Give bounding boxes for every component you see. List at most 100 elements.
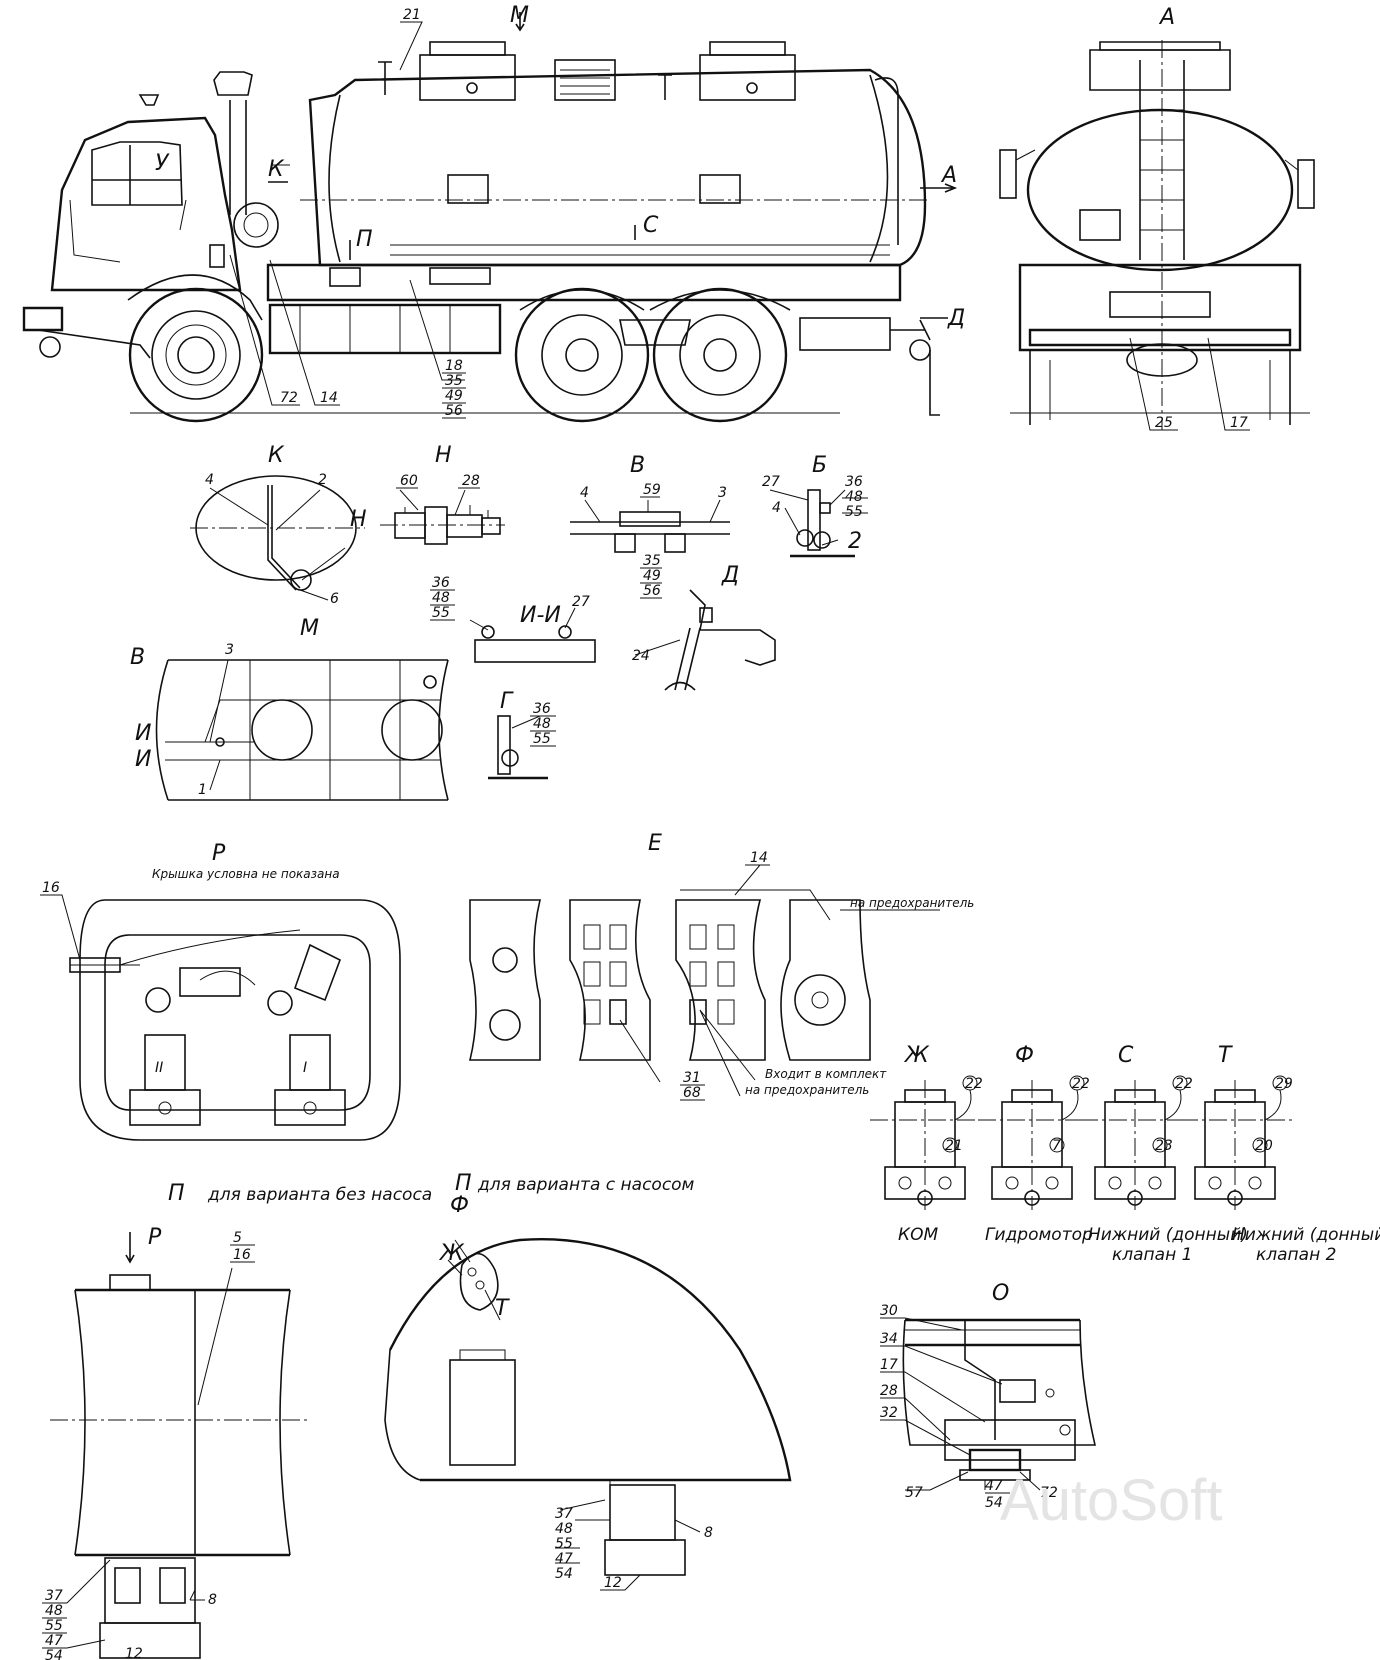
svg-text:24: 24 — [632, 648, 650, 664]
callout-25: 25 — [1155, 415, 1173, 431]
svg-text:28: 28 — [462, 473, 480, 489]
svg-text:клапан 2: клапан 2 — [1256, 1245, 1336, 1265]
view-u-marker: У — [155, 151, 170, 176]
svg-text:7: 7 — [1052, 1138, 1061, 1154]
svg-text:3: 3 — [718, 485, 727, 501]
svg-text:4: 4 — [580, 485, 589, 501]
svg-text:23: 23 — [1155, 1138, 1173, 1154]
detail-view-o: О — [880, 1281, 1097, 1494]
svg-text:Ф: Ф — [1015, 1043, 1034, 1068]
svg-text:35: 35 — [643, 553, 661, 569]
svg-text:56: 56 — [445, 403, 463, 419]
watermark: AutoSoft — [1000, 1468, 1222, 1533]
svg-text:К: К — [268, 443, 285, 468]
valve-t: Т — [1180, 1043, 1295, 1210]
svg-text:60: 60 — [400, 473, 418, 489]
svg-text:35: 35 — [445, 373, 463, 389]
callout-21: 21 — [403, 7, 421, 23]
svg-text:36: 36 — [845, 474, 863, 490]
svg-text:55: 55 — [845, 504, 863, 520]
svg-text:1: 1 — [198, 782, 207, 798]
svg-text:2: 2 — [318, 472, 327, 488]
svg-text:49: 49 — [445, 388, 463, 404]
svg-text:С: С — [1118, 1043, 1134, 1068]
svg-text:34: 34 — [880, 1331, 898, 1347]
svg-text:Т: Т — [1218, 1043, 1233, 1068]
truck-side-view — [22, 12, 958, 423]
detail-view-r: Р Крышка условна не показана — [40, 841, 401, 1141]
svg-text:И: И — [135, 721, 151, 746]
detail-view-p-no-pump: П для варианта без насоса Р — [42, 1181, 432, 1659]
view-a-marker: А — [940, 163, 957, 188]
detail-view-p-with-pump: П для варианта с насосом — [384, 1171, 792, 1591]
valve-views: Ж Ф С — [870, 1043, 1295, 1210]
svg-text:68: 68 — [683, 1085, 701, 1101]
svg-text:28: 28 — [880, 1383, 898, 1399]
detail-view-i-i: И-И — [430, 589, 596, 663]
detail-view-e: Е — [468, 831, 940, 1101]
svg-text:48: 48 — [555, 1521, 573, 1537]
svg-text:32: 32 — [880, 1405, 898, 1421]
svg-text:55: 55 — [45, 1618, 63, 1634]
detail-view-n: Н — [380, 443, 505, 545]
svg-text:4: 4 — [772, 500, 781, 516]
svg-text:2: 2 — [848, 529, 862, 554]
svg-text:4: 4 — [205, 472, 214, 488]
svg-text:48: 48 — [533, 716, 551, 732]
svg-text:Ф: Ф — [450, 1193, 469, 1218]
svg-text:П: П — [168, 1181, 185, 1206]
svg-text:Р: Р — [148, 1225, 162, 1250]
caption-bottom-valve-2: Нижний (донный) — [1232, 1225, 1380, 1245]
view-s-marker: С — [643, 213, 659, 238]
caption-kom: КОМ — [898, 1225, 938, 1245]
svg-text:О: О — [992, 1281, 1009, 1306]
svg-text:3: 3 — [225, 642, 234, 658]
svg-text:М: М — [300, 616, 319, 641]
svg-text:37: 37 — [45, 1588, 63, 1604]
svg-text:П: П — [455, 1171, 472, 1196]
svg-text:54: 54 — [985, 1495, 1003, 1511]
view-p-marker: П — [356, 227, 373, 252]
svg-text:18: 18 — [445, 358, 463, 374]
svg-text:14: 14 — [750, 850, 768, 866]
detail-view-d: Д — [634, 563, 776, 691]
svg-text:20: 20 — [1255, 1138, 1273, 1154]
svg-text:И: И — [135, 747, 151, 772]
svg-text:И-И: И-И — [520, 603, 561, 628]
truck-rear-view: А — [999, 5, 1315, 431]
svg-text:47: 47 — [555, 1551, 573, 1567]
svg-text:В: В — [130, 645, 145, 670]
svg-text:22: 22 — [1072, 1076, 1090, 1092]
svg-text:8: 8 — [704, 1525, 713, 1541]
svg-text:27: 27 — [572, 594, 590, 610]
caption-hydromotor: Гидромотор — [985, 1225, 1093, 1245]
svg-text:Г: Г — [500, 689, 514, 714]
caption-bottom-valve-1: Нижний (донный) — [1088, 1225, 1248, 1245]
svg-text:для варианта с насосом: для варианта с насосом — [477, 1175, 695, 1195]
svg-text:Е: Е — [648, 831, 662, 856]
svg-text:на предохранитель: на предохранитель — [850, 896, 974, 910]
svg-text:55: 55 — [533, 731, 551, 747]
svg-text:27: 27 — [762, 474, 780, 490]
callout-stack-18-56: 18 35 49 56 — [442, 358, 466, 419]
svg-text:12: 12 — [125, 1646, 143, 1660]
svg-text:16: 16 — [233, 1247, 251, 1263]
svg-text:48: 48 — [845, 489, 863, 505]
svg-text:29: 29 — [1275, 1076, 1293, 1092]
svg-text:49: 49 — [643, 568, 661, 584]
svg-text:47: 47 — [45, 1633, 63, 1649]
svg-text:36: 36 — [533, 701, 551, 717]
detail-view-b: Б — [769, 453, 868, 558]
valve-s: С — [1080, 1043, 1195, 1210]
svg-text:30: 30 — [880, 1303, 898, 1319]
svg-text:57: 57 — [905, 1485, 923, 1501]
svg-text:72: 72 — [1040, 1485, 1058, 1501]
svg-text:55: 55 — [432, 605, 450, 621]
svg-text:55: 55 — [555, 1536, 573, 1552]
detail-view-g: Г — [488, 689, 556, 780]
svg-text:17: 17 — [880, 1357, 898, 1373]
svg-text:54: 54 — [555, 1566, 573, 1582]
svg-text:56: 56 — [643, 583, 661, 599]
svg-text:Н: Н — [350, 507, 367, 532]
